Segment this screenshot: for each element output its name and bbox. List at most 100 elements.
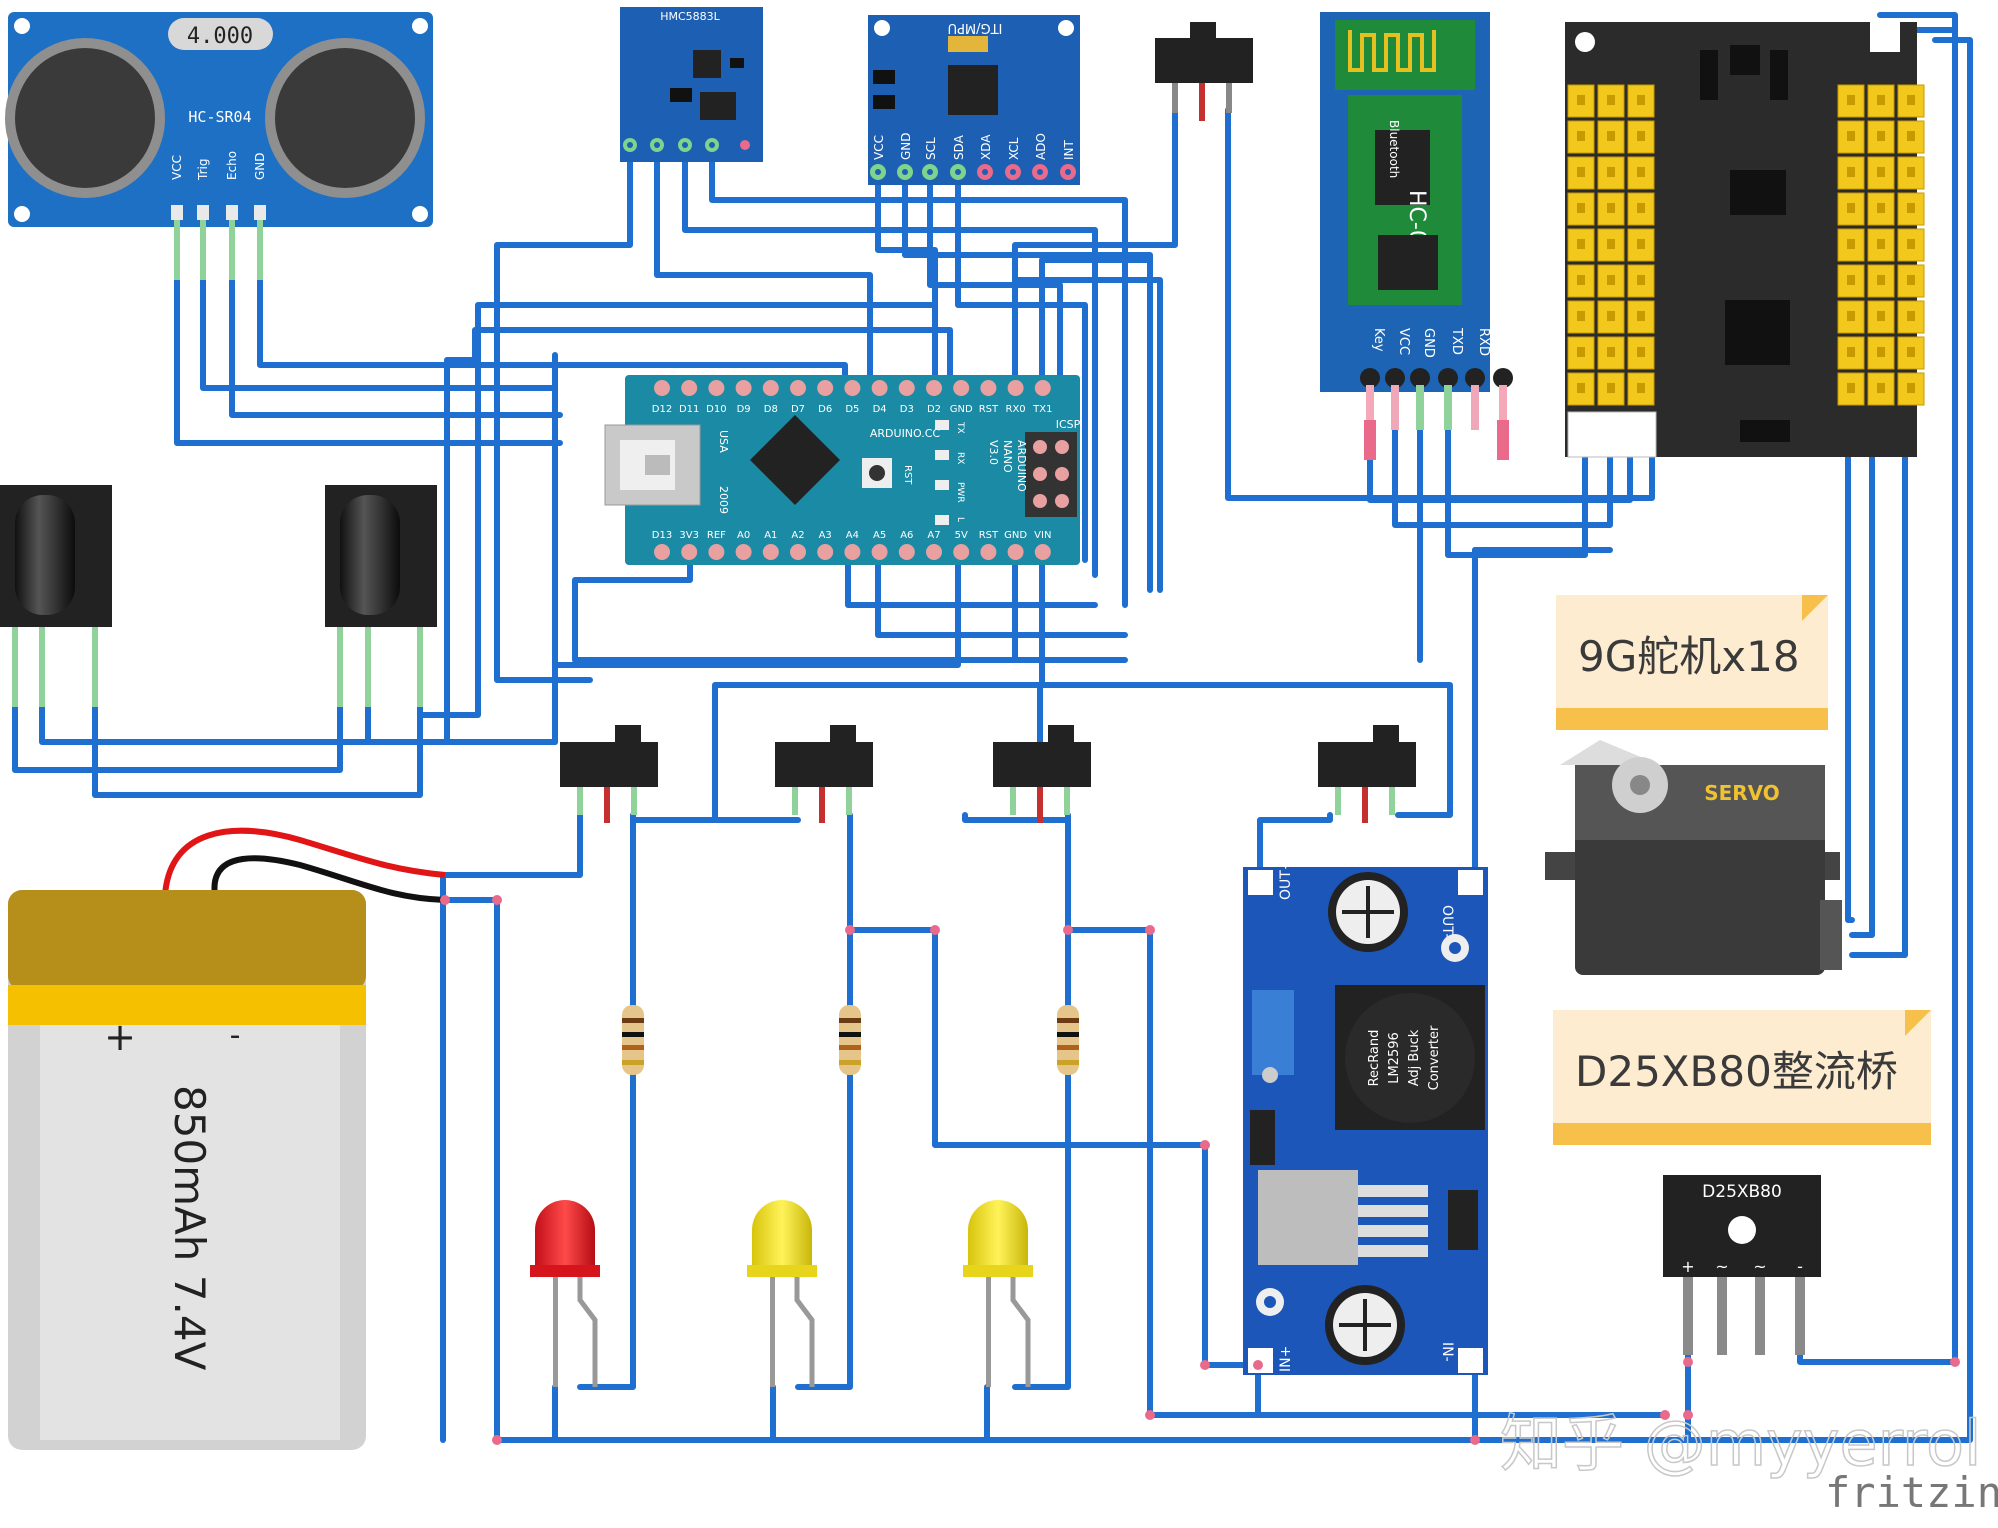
bridge-rectifier-d25xb80: D25XB80 +~~- — [1663, 1175, 1821, 1355]
header-cell-pin — [1907, 95, 1915, 105]
nano-led-label: L — [955, 517, 965, 522]
header-cell-pin — [1577, 311, 1585, 321]
mpu-pin-label: XCL — [1007, 137, 1021, 160]
hcsr04-name: HC-SR04 — [188, 108, 251, 126]
bridge-leg — [1717, 1277, 1727, 1355]
mpu-pin-hole — [1037, 169, 1043, 175]
bt-pin-leg — [1366, 385, 1374, 430]
nano-bottom-pin-pad — [817, 544, 834, 560]
header-cell-pin — [1907, 131, 1915, 141]
bt-pin-pad — [1410, 368, 1430, 388]
wire-junctions — [440, 895, 1960, 1445]
header-cell-pin — [1637, 311, 1645, 321]
nano-top-pin-label: D2 — [927, 404, 941, 415]
buck-chip-line: Converter — [1427, 1025, 1442, 1090]
header-cell-pin — [1877, 167, 1885, 177]
header-cell — [1897, 372, 1925, 406]
mpu-pin-label: INT — [1062, 139, 1076, 160]
nano-top-pin-pad — [1034, 380, 1051, 396]
junction-dot — [492, 1435, 502, 1445]
header-cell-pin — [1607, 311, 1615, 321]
nano-bottom-pin-label: RST — [979, 530, 999, 541]
nano-bottom-pin-pad — [844, 544, 861, 560]
switch-leg — [819, 787, 825, 823]
nano-top-pin-pad — [762, 380, 779, 396]
header-cell-pin — [1877, 239, 1885, 249]
header-cell — [1597, 192, 1625, 226]
nano-top-pin-label: D7 — [791, 404, 805, 415]
header-cell-pin — [1847, 347, 1855, 357]
switch-leg — [1064, 787, 1070, 815]
junction-dot — [440, 895, 450, 905]
nano-top-pin-pad — [1007, 380, 1024, 396]
nano-bottom-pin-label: VIN — [1034, 530, 1051, 541]
nano-model-line: NANO — [1001, 440, 1014, 473]
nano-top-pin-pad — [790, 380, 806, 396]
resistor-band — [622, 1045, 644, 1050]
bt-pin-pad — [1438, 368, 1458, 388]
nano-year: 2009 — [717, 486, 730, 514]
bt-pin-label: TXD — [1449, 327, 1464, 355]
buck-chip-line: Adj Buck — [1407, 1029, 1422, 1086]
switch-leg — [846, 787, 852, 815]
resistor-band — [1057, 1018, 1079, 1023]
ir-receiver-left — [0, 485, 112, 707]
nano-top-pin-pad — [817, 380, 834, 396]
header-cell-pin — [1637, 347, 1645, 357]
bt-pin-leg — [1416, 385, 1424, 430]
fritzing-logo: fritzing — [1825, 1468, 1998, 1517]
nano-bottom-pin-pad — [980, 544, 997, 560]
bt-pin-leg — [1444, 385, 1452, 430]
nano-top-pin-pad — [681, 380, 698, 396]
hcsr04-leg — [200, 220, 206, 280]
nano-bottom-pin-label: A7 — [927, 530, 940, 541]
nano-bottom-pin-pad — [1034, 544, 1051, 560]
junction-dot — [492, 895, 502, 905]
switch-body — [775, 742, 873, 787]
header-cell-pin — [1847, 239, 1855, 249]
header-cell-pin — [1847, 311, 1855, 321]
header-cell-pin — [1877, 311, 1885, 321]
nano-bottom-pin-label: D13 — [652, 530, 672, 541]
nano-top-pin-pad — [735, 380, 752, 396]
ir-receiver-right — [325, 485, 437, 707]
header-cell-pin — [1577, 347, 1585, 357]
nano-top-pin-pad — [980, 380, 997, 396]
nano-top-pin-pad — [708, 380, 725, 396]
junction-dot — [1145, 925, 1155, 935]
header-cell-pin — [1637, 131, 1645, 141]
buck-chip-line: RecRand — [1367, 1030, 1382, 1087]
resistor-band — [1057, 1045, 1079, 1050]
header-cell-pin — [1847, 275, 1855, 285]
mpu-pin-hole — [875, 169, 881, 175]
resistor-band — [839, 1018, 861, 1023]
battery-plus: + — [104, 1015, 136, 1059]
resistor-band — [839, 1060, 861, 1065]
header-cell-pin — [1607, 203, 1615, 213]
junction-dot — [1470, 1435, 1480, 1445]
mpu-pin-hole — [902, 169, 908, 175]
bt-pin-leg — [1391, 385, 1399, 430]
nano-bottom-pin-pad — [953, 544, 970, 560]
nano-top-pin-label: D6 — [818, 404, 832, 415]
nano-top-pin-label: D4 — [873, 404, 887, 415]
bridge-pin-label: + — [1681, 1257, 1694, 1276]
nano-top-pin-pad — [654, 380, 670, 396]
header-cell-pin — [1907, 167, 1915, 177]
led-yellow-1 — [747, 1200, 817, 1387]
bt-pin-leg — [1471, 385, 1479, 430]
header-cell-pin — [1637, 95, 1645, 105]
switch-leg — [1335, 787, 1341, 815]
header-cell-pin — [1877, 203, 1885, 213]
header-cell — [1597, 156, 1625, 190]
nano-bottom-pin-pad — [1007, 544, 1024, 560]
nano-usa: USA — [717, 430, 730, 453]
hcsr04-pin-header — [171, 205, 183, 220]
junction-dot — [1660, 1410, 1670, 1420]
nano-top-pin-pad — [953, 380, 970, 396]
